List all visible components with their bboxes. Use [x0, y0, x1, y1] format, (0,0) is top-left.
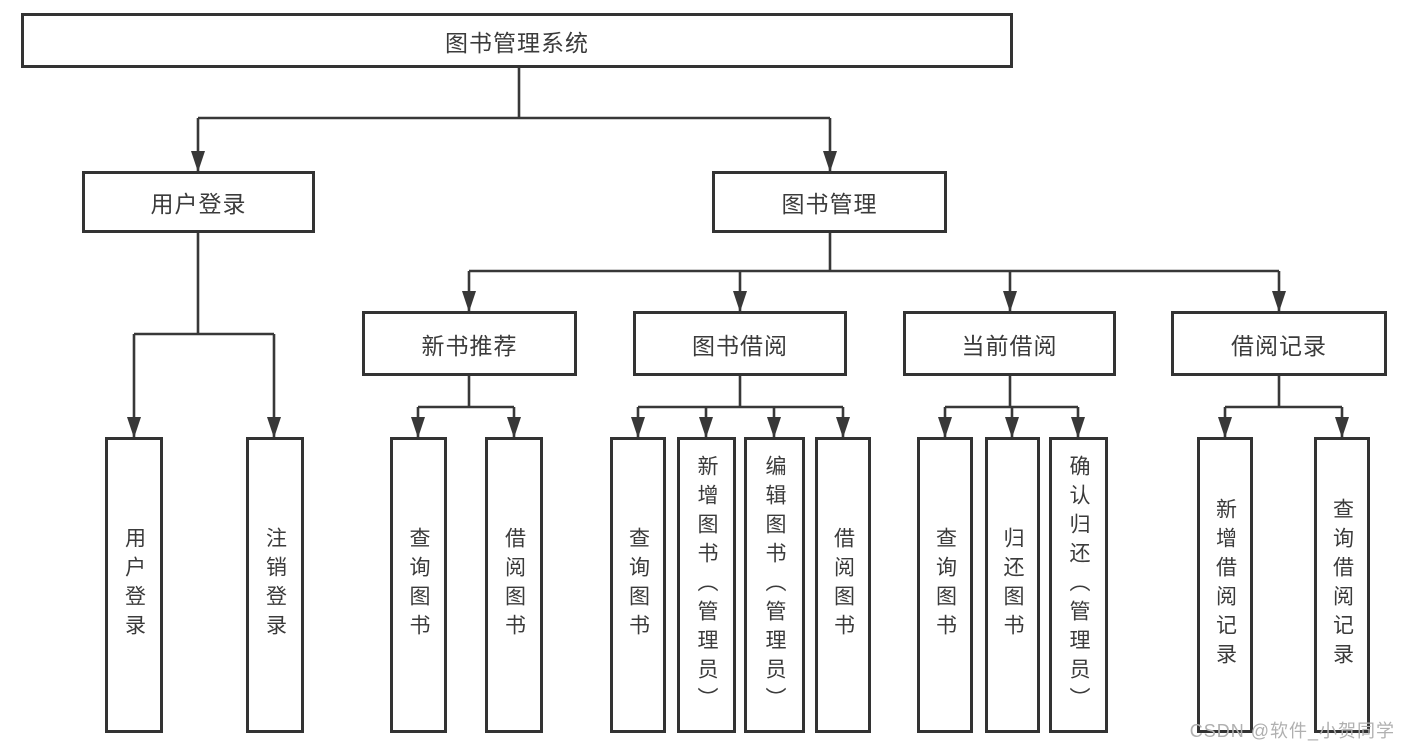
- leaf-query-books-recommend: 查询图书: [390, 437, 447, 733]
- leaf-query-books-borrowing: 查询图书: [610, 437, 666, 733]
- watermark-text: CSDN @软件_小贺同学: [1189, 721, 1395, 741]
- node-current-borrowing: 当前借阅: [903, 311, 1116, 376]
- node-user-login: 用户登录: [82, 171, 315, 233]
- node-library-system: 图书管理系统: [21, 13, 1013, 68]
- leaf-add-book-admin: 新增图书（管理员）: [677, 437, 736, 733]
- node-book-management: 图书管理: [712, 171, 947, 233]
- leaf-edit-book-admin: 编辑图书（管理员）: [744, 437, 805, 733]
- leaf-confirm-return-admin: 确认归还（管理员）: [1049, 437, 1108, 733]
- leaf-user-login: 用户登录: [105, 437, 163, 733]
- node-new-book-recommendation: 新书推荐: [362, 311, 577, 376]
- leaf-add-borrow-record: 新增借阅记录: [1197, 437, 1253, 733]
- leaf-return-book: 归还图书: [985, 437, 1040, 733]
- leaf-borrow-books-recommend: 借阅图书: [485, 437, 543, 733]
- leaf-logout: 注销登录: [246, 437, 304, 733]
- node-book-borrowing: 图书借阅: [633, 311, 847, 376]
- leaf-query-books-current: 查询图书: [917, 437, 973, 733]
- leaf-borrow-books-borrowing: 借阅图书: [815, 437, 871, 733]
- leaf-query-borrow-record: 查询借阅记录: [1314, 437, 1370, 733]
- node-borrowing-records: 借阅记录: [1171, 311, 1387, 376]
